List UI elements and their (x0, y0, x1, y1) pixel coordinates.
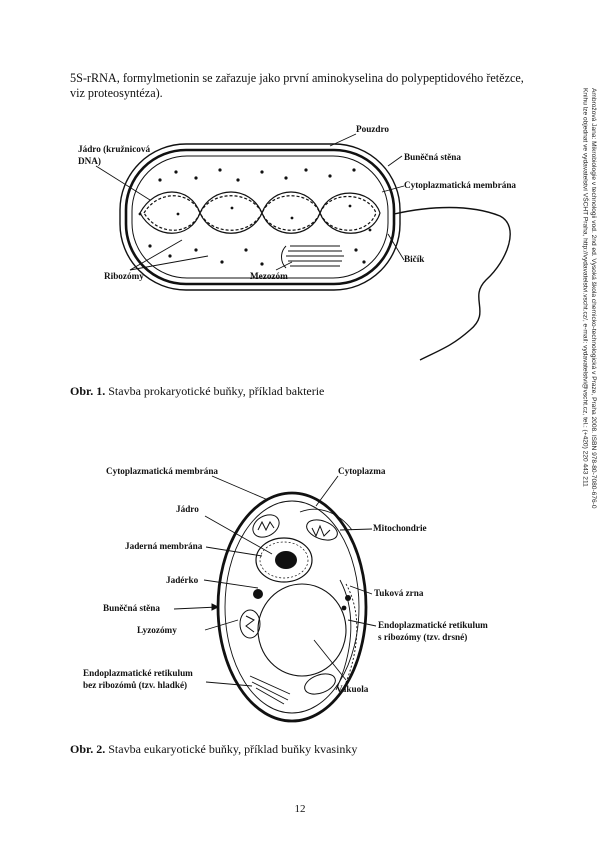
label-vakuola: Vakuola (336, 684, 369, 694)
label-er-hladke: Endoplazmatické retikulum (83, 668, 193, 678)
label-bunecna-stena-2: Buněčná stěna (103, 603, 160, 613)
mesosome (281, 245, 344, 269)
vacuole (257, 583, 347, 677)
label-bicik: Bičík (404, 254, 425, 264)
label-pouzdro: Pouzdro (356, 124, 389, 134)
label-lyzozomy: Lyzozómy (137, 625, 177, 635)
flagellum (393, 206, 511, 361)
label-ribozomy: Ribozómy (104, 271, 144, 281)
label-tukova-zrna: Tuková zrna (374, 588, 424, 598)
cell-wall-outline (124, 148, 396, 286)
label-bunecna-stena: Buněčná stěna (404, 152, 461, 162)
yeast-membrane (224, 500, 360, 714)
sidebar-citation: Ambrožová Jana: Mikrobiologie v technolo… (580, 88, 598, 509)
mitochondria (239, 514, 338, 695)
page-number: 12 (294, 803, 306, 815)
label-jaderko: Jadérko (166, 575, 199, 585)
intro-paragraph: 5S-rRNA, formylmetionin se zařazuje jako… (70, 71, 524, 100)
label-er-drsne: Endoplazmatické retikulum (378, 620, 488, 630)
ribosome-dots (138, 168, 372, 266)
label-jaderna-membrana: Jaderná membrána (125, 541, 203, 551)
membrane-outline (131, 155, 389, 279)
lysosome (253, 589, 263, 599)
label-jadro: Jádro (kružnicová (78, 144, 150, 154)
label-cytoplazma: Cytoplazma (338, 466, 386, 476)
figure1-caption: Obr. 1. Stavba prokaryotické buňky, přík… (70, 384, 325, 398)
label-jadro-dna: DNA) (78, 156, 101, 166)
sidebar-citation-line2: Knihu lze objednat ve vydavatelství VŠCH… (581, 88, 589, 487)
label-er-hladke-2: bez ribozómů (tzv. hladké) (83, 680, 187, 690)
nucleolus (275, 551, 297, 569)
dna-chromosome (139, 191, 381, 234)
sidebar-citation-line1: Ambrožová Jana: Mikrobiologie v technolo… (590, 88, 597, 509)
capsule-outline (119, 143, 401, 291)
label-cytoplazmaticka-membrana: Cytoplazmatická membrána (404, 180, 516, 190)
label-jadro-2: Jádro (176, 504, 199, 514)
nucleus (255, 537, 313, 583)
label-mezozom: Mezozóm (250, 271, 288, 281)
fat-droplet (345, 595, 351, 601)
label-mitochondrie: Mitochondrie (373, 523, 427, 533)
endoplasmic-reticulum (249, 508, 358, 705)
label-er-drsne-2: s ribozómy (tzv. drsné) (378, 632, 467, 642)
figure2-caption: Obr. 2. Stavba eukaryotické buňky, příkl… (70, 742, 358, 756)
label-cytoplazmaticka-membrana-2: Cytoplazmatická membrána (106, 466, 218, 476)
